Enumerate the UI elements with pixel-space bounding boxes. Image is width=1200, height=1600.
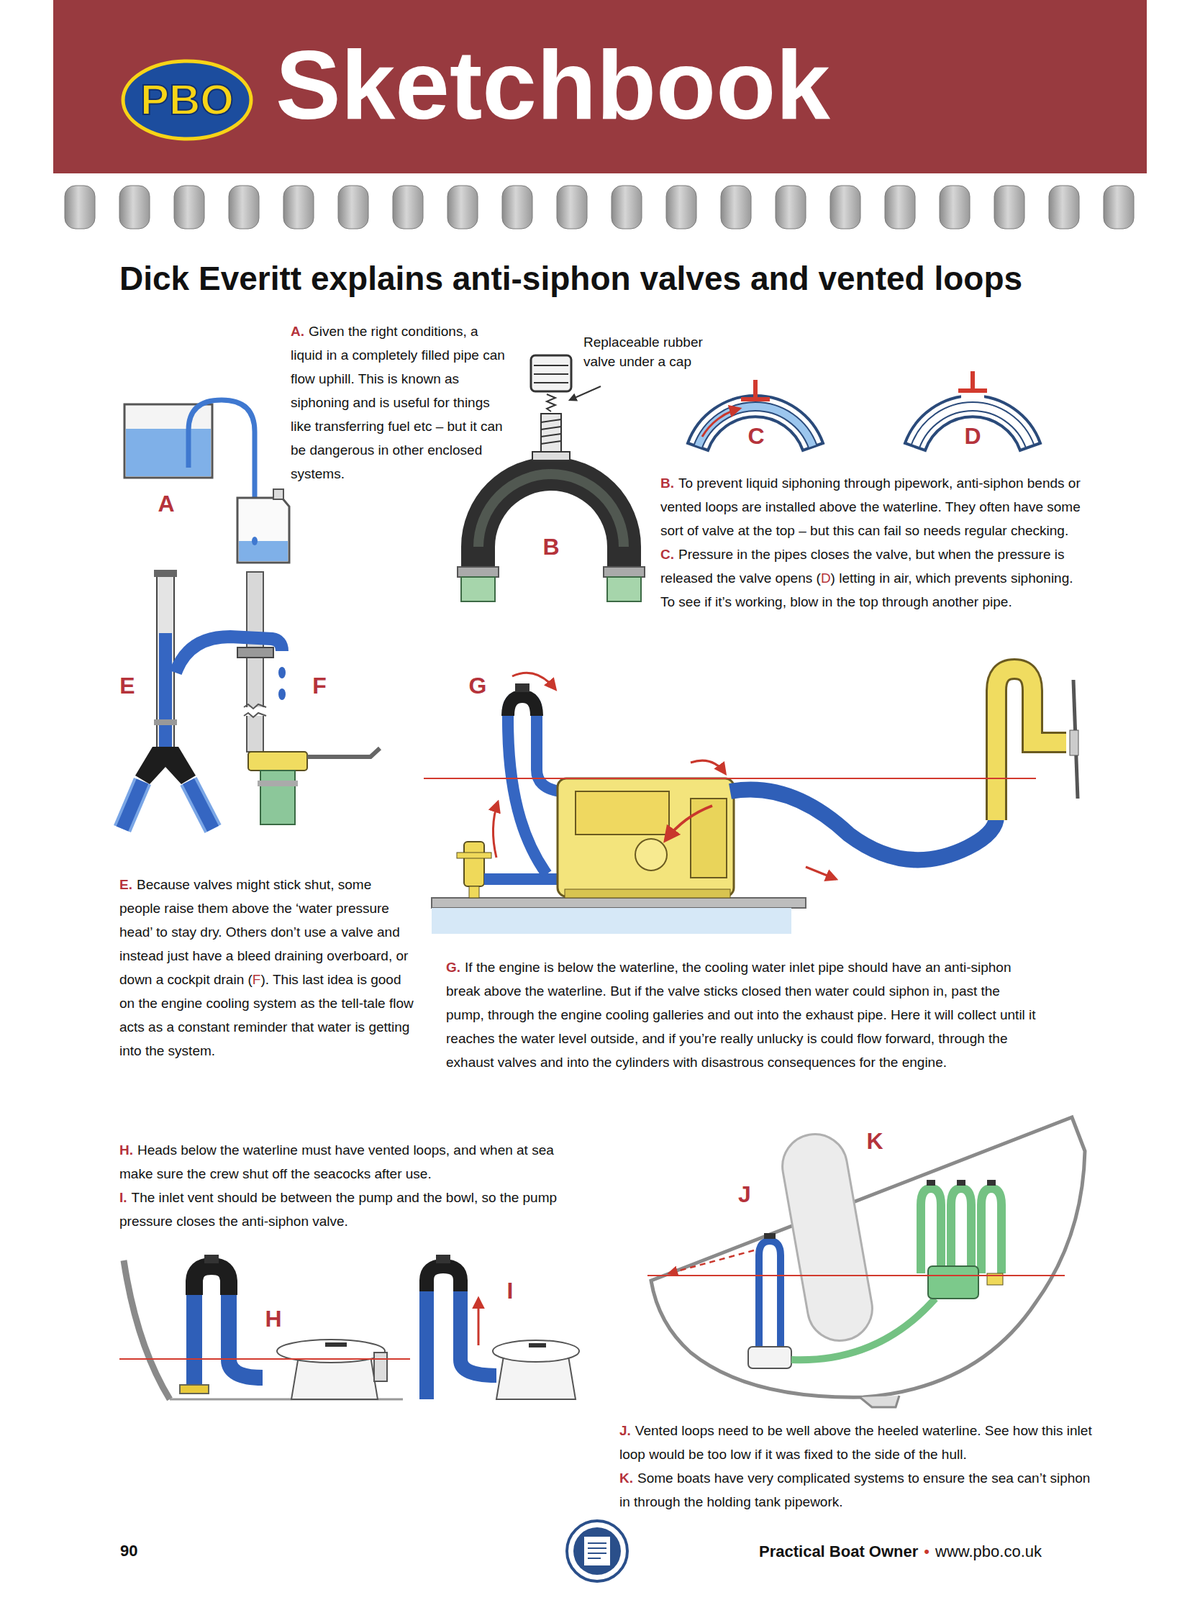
caption-text: To prevent liquid siphoning through pipe…	[660, 475, 1081, 539]
website: www.pbo.co.uk	[935, 1542, 1042, 1561]
logo-ellipse-outline	[123, 61, 252, 139]
figure-reference: D	[820, 570, 831, 586]
magazine-name: Practical Boat Owner	[758, 1542, 918, 1561]
bleed-drain	[175, 571, 380, 825]
raised-valve	[122, 569, 213, 829]
caption-hi: H.Heads below the waterline must have ve…	[119, 1138, 588, 1234]
caption-text: Vented loops need to be well above the h…	[619, 1423, 1093, 1462]
callout-letter: A.	[290, 323, 305, 339]
paragraph-line: A.Given the right conditions, a liquid i…	[290, 319, 514, 486]
page-number: 90	[120, 1541, 138, 1560]
figure-letter: B	[536, 533, 566, 560]
callout-letter: C.	[660, 546, 675, 562]
paragraph-line: J.Vented loops need to be well above the…	[619, 1418, 1095, 1467]
anti-siphon-bend	[457, 355, 645, 602]
paragraph-line: Practical Boat Owner • www.pbo.co.uk	[758, 1541, 1162, 1563]
callout-letter: J.	[619, 1423, 631, 1439]
paragraph-line: 90	[120, 1540, 185, 1562]
paragraph-line: E.Because valves might stick shut, some …	[119, 872, 415, 1063]
callout-letter: E.	[119, 876, 133, 893]
spiral-binding	[64, 185, 1134, 229]
callout-letter: G.	[446, 959, 461, 975]
valve-note: Replaceable rubber valve under a cap	[583, 332, 739, 372]
caption-text: Some boats have very complicated systems…	[619, 1470, 1090, 1510]
caption-text: The inlet vent should be between the pum…	[119, 1189, 557, 1229]
logo-oval: PBO	[120, 58, 254, 142]
figure-letter: J	[730, 1181, 759, 1208]
footer-row: Practical Boat Owner • www.pbo.co.uk	[758, 1541, 1162, 1563]
heads-vented-loop	[119, 1254, 411, 1400]
valve-open	[905, 371, 1041, 451]
figure-letter: F	[305, 672, 334, 699]
siphon-illustration	[124, 400, 290, 563]
caption-text: If the engine is below the waterline, th…	[446, 959, 1036, 1070]
valve-closed	[687, 379, 824, 451]
figure-letter: C	[741, 423, 771, 449]
caption-e: E.Because valves might stick shut, some …	[119, 872, 415, 1063]
figure-letter: D	[958, 423, 988, 449]
callout-letter: H.	[119, 1142, 134, 1158]
figure-letter: H	[258, 1305, 288, 1332]
paragraph-line: B.To prevent liquid siphoning through pi…	[660, 471, 1085, 543]
separator: •	[923, 1542, 930, 1561]
paragraph-line: H.Heads below the waterline must have ve…	[119, 1138, 588, 1186]
logo-text: PBO	[140, 78, 234, 122]
callout-letter: I.	[119, 1189, 128, 1206]
figure-reference: F	[252, 971, 262, 988]
caption-jk: J.Vented loops need to be well above the…	[619, 1418, 1095, 1514]
inlet-vent-loop	[426, 1254, 580, 1400]
callout-letter: B.	[660, 475, 675, 491]
page-number-row: 90	[120, 1540, 185, 1562]
caption-bc: B.To prevent liquid siphoning through pi…	[660, 471, 1085, 614]
figure-letter: G	[463, 672, 493, 699]
figure-letter: A	[151, 490, 181, 517]
page-title: Dick Everitt explains anti-siphon valves…	[119, 258, 1023, 299]
paragraph-line: G.If the engine is below the waterline, …	[446, 955, 1036, 1075]
header-title: Sketchbook	[275, 35, 831, 134]
caption-a: A.Given the right conditions, a liquid i…	[290, 319, 514, 486]
footer-icon	[566, 1520, 628, 1582]
paragraph-line: K.Some boats have very complicated syste…	[619, 1466, 1095, 1514]
paragraph-line: C.Pressure in the pipes closes the valve…	[660, 542, 1085, 614]
paragraph-line: I.The inlet vent should be between the p…	[119, 1185, 588, 1234]
engine-cooling-illustration	[423, 669, 1079, 934]
caption-text: Given the right conditions, a liquid in …	[290, 323, 506, 482]
figure-letter: E	[112, 672, 142, 699]
callout-letter: K.	[619, 1470, 634, 1486]
caption-text: Heads below the waterline must have vent…	[119, 1142, 554, 1182]
caption-text: Because valves might stick shut, some pe…	[119, 876, 408, 988]
figure-letter: I	[495, 1277, 525, 1304]
figure-letter: K	[860, 1128, 890, 1154]
header-band: Sketchbook PBO	[53, 0, 1147, 174]
heeled-hull-illustration	[647, 1117, 1085, 1408]
caption-g: G.If the engine is below the waterline, …	[446, 955, 1036, 1075]
